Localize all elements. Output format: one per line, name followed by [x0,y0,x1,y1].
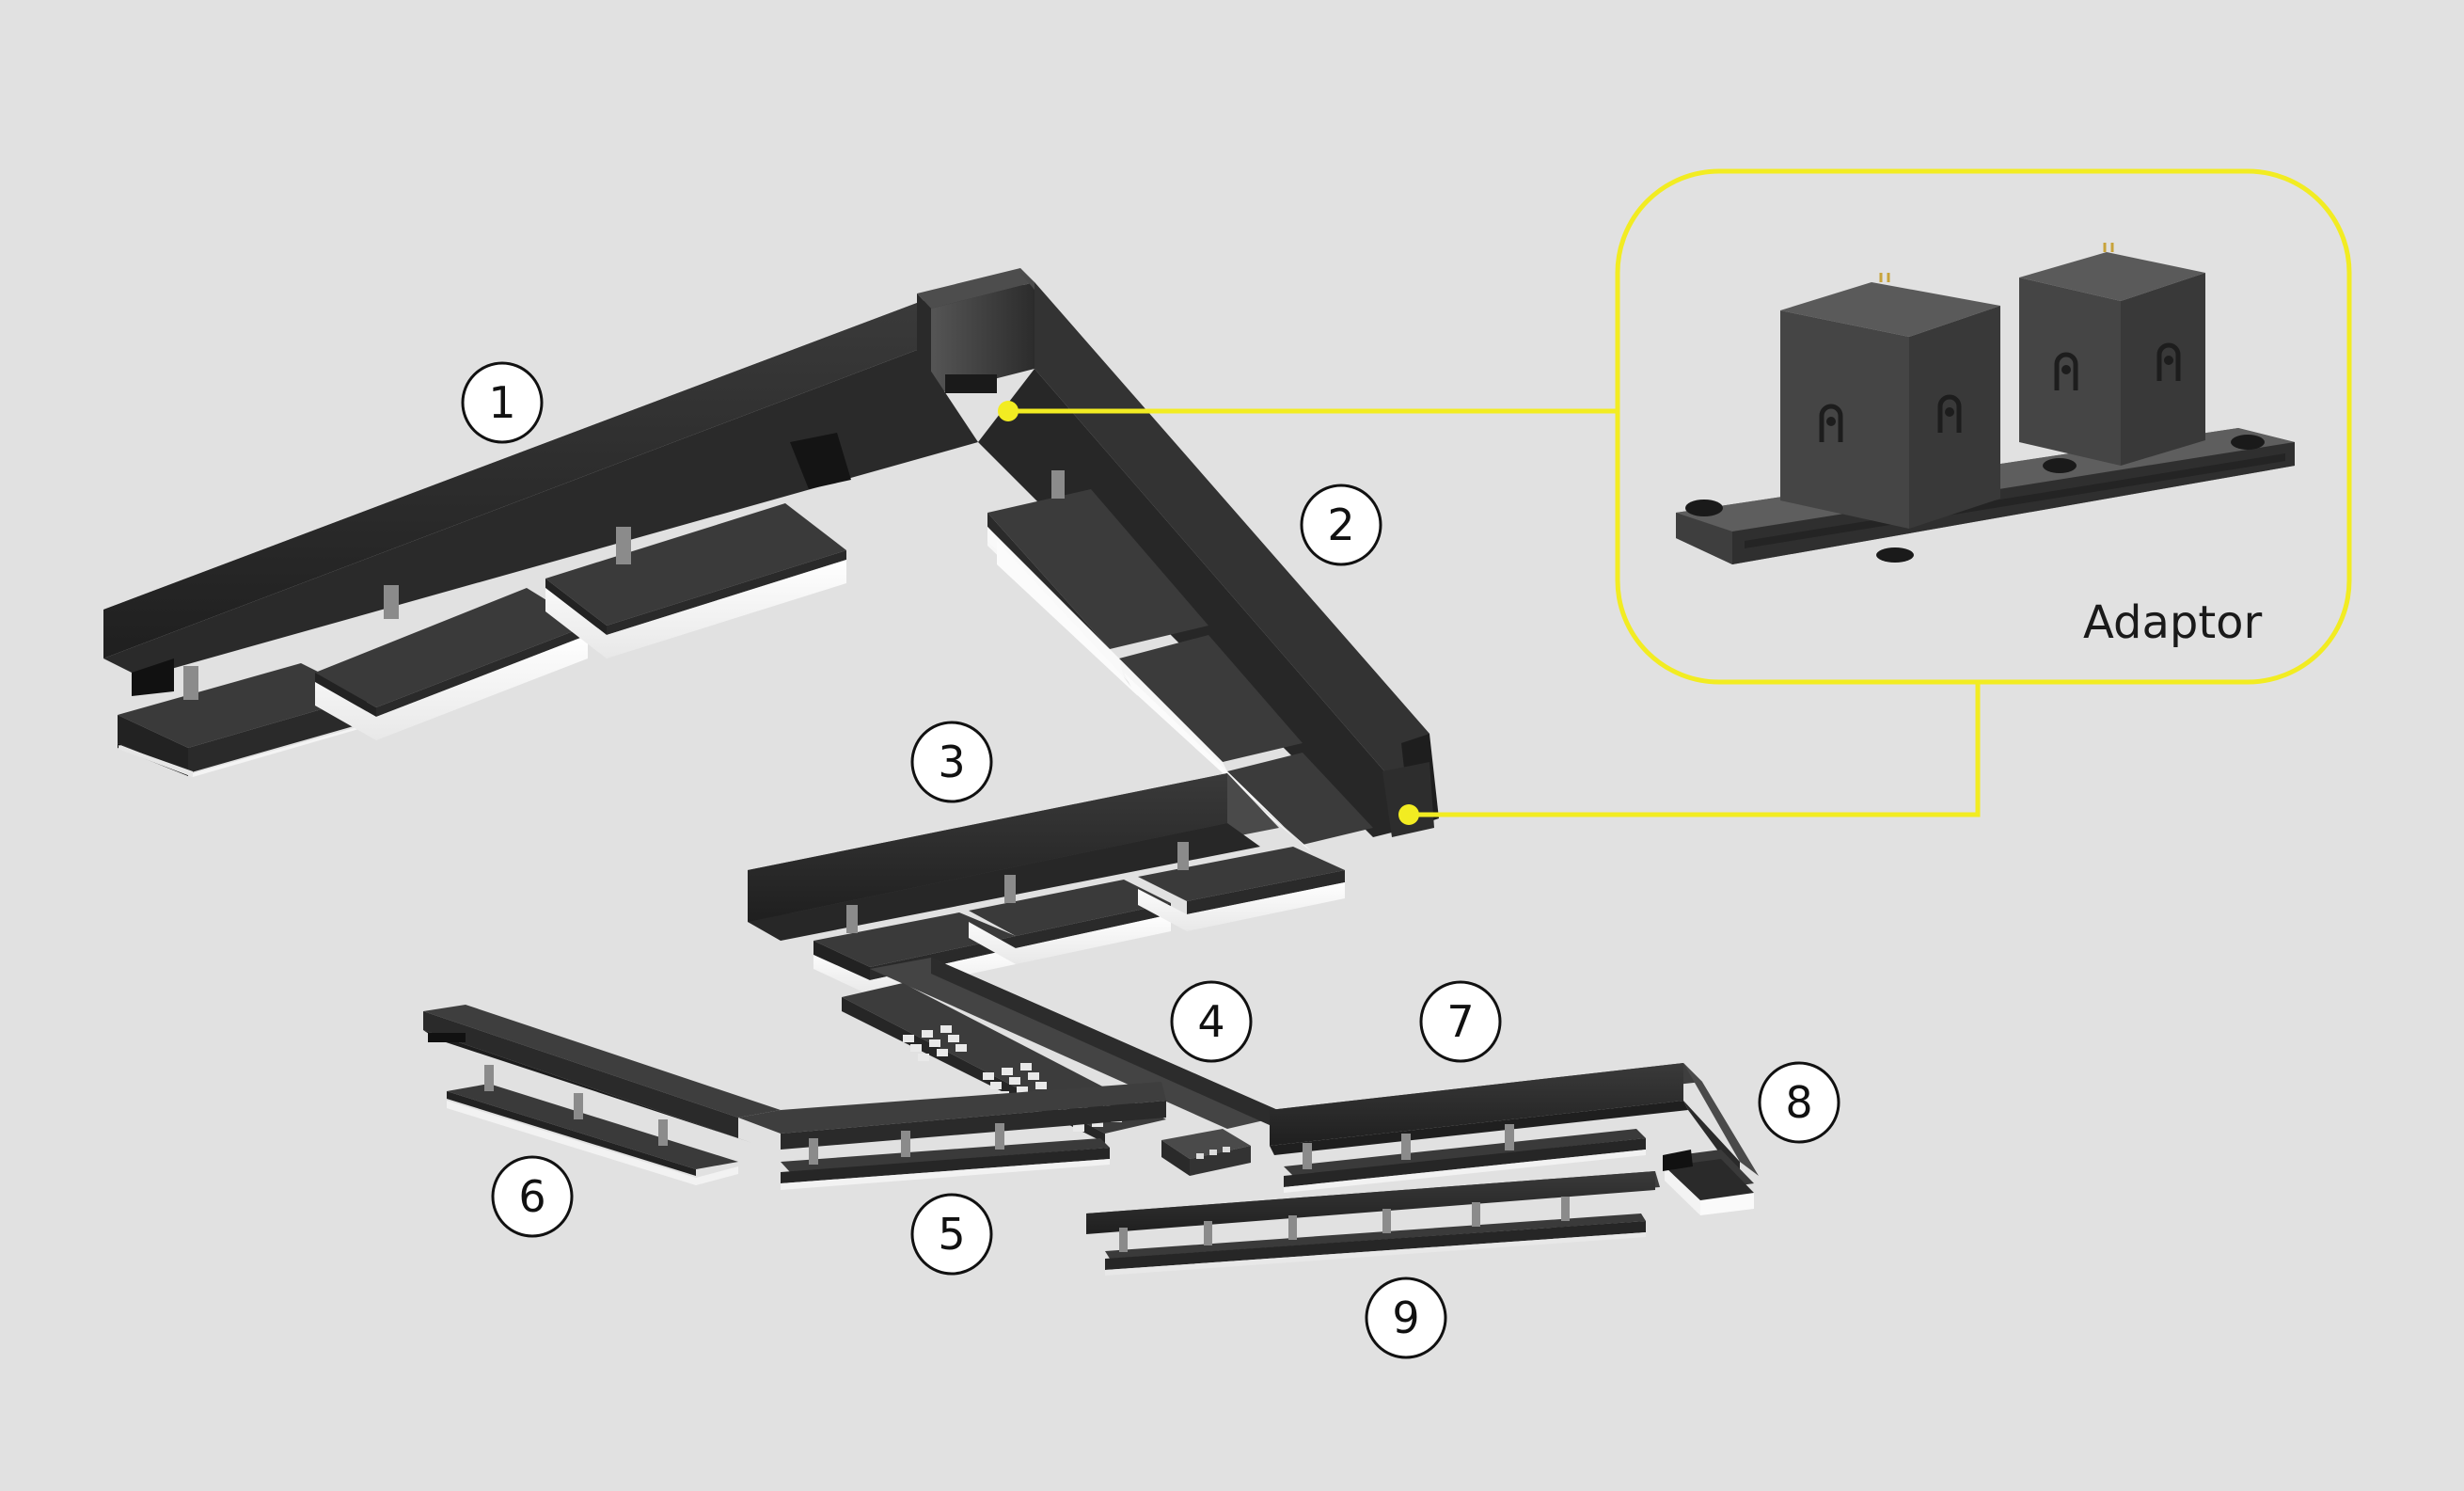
light-panel-7 [1284,1124,1646,1193]
track-segment-7 [1270,1063,1702,1155]
callout-5-label: 5 [938,1209,965,1260]
callout-3: 3 [910,721,993,803]
callout-8: 8 [1758,1061,1840,1144]
adaptor-inset: Adaptor [1615,168,2352,685]
track-segment-6 [423,1005,781,1143]
callout-9: 9 [1365,1277,1447,1359]
callout-4-label: 4 [1197,996,1224,1047]
light-panel-8 [1663,1150,1754,1215]
adaptor-point-top [998,401,1019,421]
light-panel-3c [1138,842,1345,931]
light-panel-1c [545,503,846,658]
callout-7: 7 [1419,980,1502,1063]
light-panel-2a [987,470,1208,696]
callout-5: 5 [910,1193,993,1276]
adaptor-point-bottom [1398,804,1419,825]
track-segment-1 [103,268,1035,696]
light-panel-9 [1105,1197,1646,1276]
track-segment-5 [738,1082,1166,1150]
callout-1: 1 [461,361,544,444]
callout-3-label: 3 [938,737,965,787]
track-segment-2 [978,273,1439,837]
adaptor-leader-lines [1008,408,1981,817]
callout-9-label: 9 [1392,1293,1419,1343]
light-panel-1b [315,585,588,740]
adaptor-connector-right [2019,243,2205,466]
track-segment-3 [748,773,1279,941]
adaptor-connector-left [1780,273,2000,529]
callout-6: 6 [491,1155,574,1238]
callout-4: 4 [1170,980,1253,1063]
spot-grid-4a [903,1025,967,1061]
callout-1-label: 1 [488,377,515,428]
callout-6-label: 6 [518,1171,545,1222]
light-panel-6 [447,1065,738,1185]
light-panel-2b [1119,635,1303,790]
callout-2: 2 [1300,484,1382,566]
callout-8-label: 8 [1785,1077,1812,1128]
adaptor-inset-frame [1615,168,2352,685]
light-panel-3b [969,875,1171,964]
light-panel-2c [1227,753,1373,856]
track-segment-9 [1086,1171,1660,1234]
callout-7-label: 7 [1446,996,1474,1047]
adaptor-label: Adaptor [2083,596,2263,649]
light-panel-5 [781,1123,1110,1190]
callout-2-label: 2 [1327,500,1354,550]
light-panel-1a [118,663,369,777]
